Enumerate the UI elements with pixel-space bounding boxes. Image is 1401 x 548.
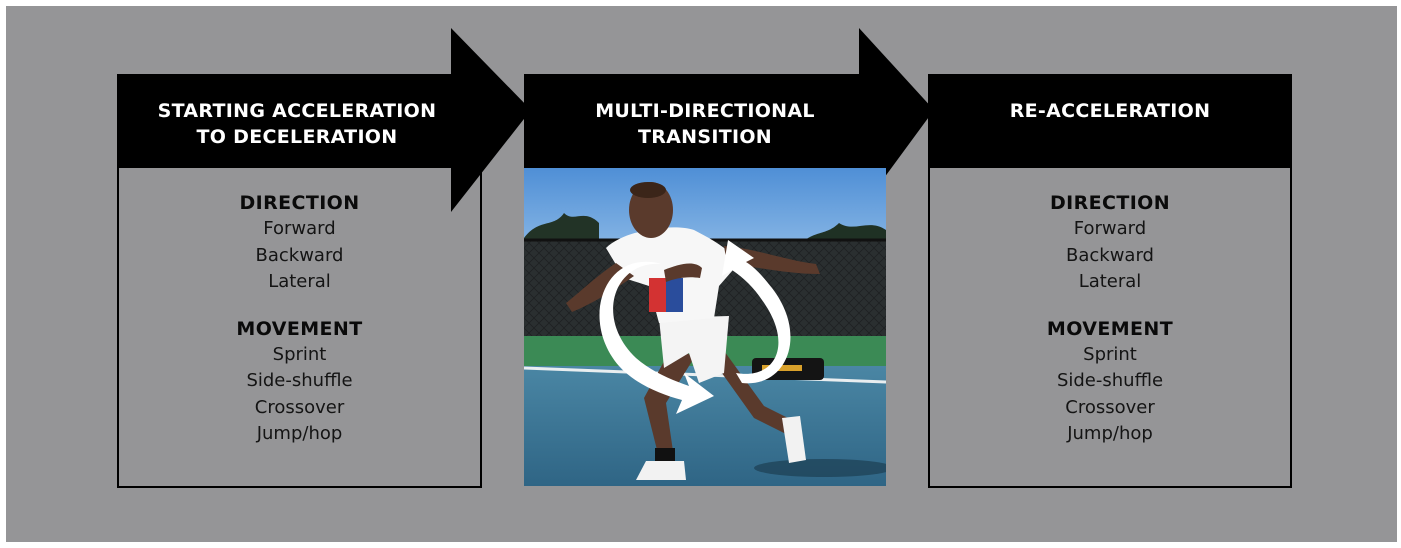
stage-3-movement-item: Side-shuffle xyxy=(930,368,1290,395)
tennis-player-lunging-photo xyxy=(524,168,886,486)
stage-1-direction-heading: DIRECTION xyxy=(119,190,480,216)
diagram-canvas: STARTING ACCELERATION TO DECELERATION MU… xyxy=(6,6,1397,542)
stage-3-movement-item: Jump/hop xyxy=(930,421,1290,448)
stage-3-movement-item: Crossover xyxy=(930,395,1290,422)
stage-1-direction-item: Lateral xyxy=(119,269,480,296)
stage-1-direction-item: Forward xyxy=(119,216,480,243)
stage-3-direction-item: Forward xyxy=(930,216,1290,243)
stage-2-title: MULTI-DIRECTIONAL TRANSITION xyxy=(524,98,886,150)
stage-1-details-box: DIRECTION Forward Backward Lateral MOVEM… xyxy=(117,168,482,488)
stage-2-title-line-2: TRANSITION xyxy=(524,124,886,150)
stage-3-title: RE-ACCELERATION xyxy=(928,98,1292,124)
stage-3-direction-heading: DIRECTION xyxy=(930,190,1290,216)
stage-1-movement-item: Crossover xyxy=(119,395,480,422)
stage-2-title-line-1: MULTI-DIRECTIONAL xyxy=(524,98,886,124)
stage-1-title-line-1: STARTING ACCELERATION xyxy=(117,98,477,124)
stage-3-movement-item: Sprint xyxy=(930,342,1290,369)
stage-3-movement-heading: MOVEMENT xyxy=(930,316,1290,342)
stage-3-details-box: DIRECTION Forward Backward Lateral MOVEM… xyxy=(928,168,1292,488)
stage-1-direction-item: Backward xyxy=(119,243,480,270)
stage-1-movement-item: Side-shuffle xyxy=(119,368,480,395)
stage-3-direction-item: Backward xyxy=(930,243,1290,270)
stage-1-title: STARTING ACCELERATION TO DECELERATION xyxy=(117,98,477,150)
stage-3-title-line-1: RE-ACCELERATION xyxy=(928,98,1292,124)
stage-3-direction-item: Lateral xyxy=(930,269,1290,296)
stage-1-movement-item: Jump/hop xyxy=(119,421,480,448)
stage-1-movement-item: Sprint xyxy=(119,342,480,369)
stage-1-movement-heading: MOVEMENT xyxy=(119,316,480,342)
stage-1-title-line-2: TO DECELERATION xyxy=(117,124,477,150)
